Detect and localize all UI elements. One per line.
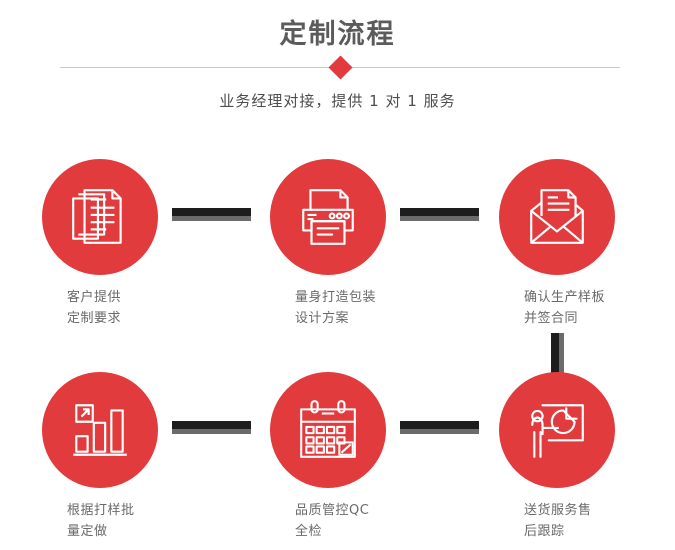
connector-step3-step6 <box>551 333 564 375</box>
title-divider <box>60 54 620 80</box>
step-4-label: 根据打样批 量定做 <box>67 503 135 539</box>
step-2-icon-circle[interactable] <box>270 159 386 275</box>
connector-shadow <box>400 429 479 434</box>
connector-bar <box>551 333 559 375</box>
step-6-label: 送货服务售 后跟踪 <box>524 503 592 539</box>
connector-shadow <box>400 216 479 221</box>
calendar-check-icon <box>300 400 356 458</box>
connector-shadow <box>172 216 251 221</box>
page-title: 定制流程 <box>279 19 396 50</box>
step-1-label: 客户提供 定制要求 <box>67 290 122 326</box>
step-2-label: 量身打造包装 设计方案 <box>295 290 377 326</box>
step-4-icon-circle[interactable] <box>42 372 158 488</box>
envelope-letter-icon <box>530 189 584 244</box>
step-6-icon-circle[interactable] <box>499 372 615 488</box>
connector-step4-step5 <box>172 421 251 434</box>
connector-shadow <box>559 333 564 375</box>
step-5-icon-circle[interactable] <box>270 372 386 488</box>
step-3-icon-circle[interactable] <box>499 159 615 275</box>
step-3-label: 确认生产样板 并签合同 <box>524 290 606 326</box>
connector-bar <box>172 208 251 216</box>
connector-step1-step2 <box>172 208 251 221</box>
documents-stack-icon <box>72 189 122 244</box>
bar-chart-growth-icon <box>73 404 127 456</box>
step-5-label: 品质管控QC 全检 <box>295 503 370 539</box>
connector-bar <box>400 421 479 429</box>
connector-step2-step3 <box>400 208 479 221</box>
printer-icon <box>302 189 354 245</box>
step-1-icon-circle[interactable] <box>42 159 158 275</box>
connector-shadow <box>172 429 251 434</box>
connector-bar <box>400 208 479 216</box>
connector-step5-step6 <box>400 421 479 434</box>
connector-bar <box>172 421 251 429</box>
page-subtitle: 业务经理对接，提供 1 对 1 服务 <box>219 92 456 110</box>
presenter-pie-chart-icon <box>531 404 584 458</box>
